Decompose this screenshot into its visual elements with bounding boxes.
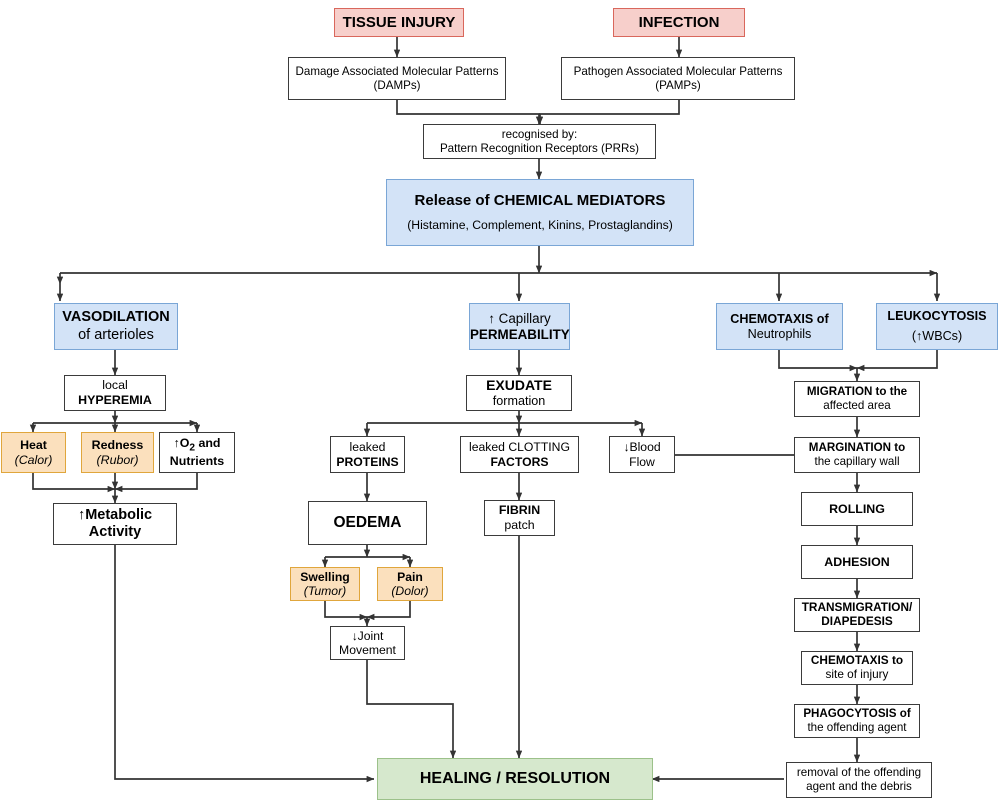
node-label-line1: ↓Blood bbox=[623, 440, 661, 455]
node-label-line2: Flow bbox=[629, 454, 655, 469]
node-label-line2: (Histamine, Complement, Kinins, Prostagl… bbox=[407, 218, 673, 233]
node-label-line1: FIBRIN bbox=[498, 503, 541, 518]
node-label-line1: leaked bbox=[349, 440, 386, 455]
node-healing-resolution[interactable]: HEALING / RESOLUTION bbox=[377, 758, 653, 800]
node-tissue-injury[interactable]: TISSUE INJURY bbox=[334, 8, 464, 37]
node-label-line2: patch bbox=[504, 518, 535, 532]
node-heat-calor[interactable]: Heat (Calor) bbox=[1, 432, 66, 473]
node-phagocytosis[interactable]: PHAGOCYTOSIS of the offending agent bbox=[794, 704, 920, 738]
node-leaked-proteins[interactable]: leaked PROTEINS bbox=[330, 436, 405, 473]
node-label-line2: the capillary wall bbox=[814, 455, 900, 468]
node-fibrin-patch[interactable]: FIBRIN patch bbox=[484, 500, 555, 536]
node-transmigration-diapedesis[interactable]: TRANSMIGRATION/ DIAPEDESIS bbox=[794, 598, 920, 632]
node-prrs[interactable]: recognised by: Pattern Recognition Recep… bbox=[423, 124, 656, 159]
node-label-line2: (↑WBCs) bbox=[911, 329, 963, 343]
node-label-line1: LEUKOCYTOSIS bbox=[887, 309, 987, 324]
node-label-line2: the offending agent bbox=[807, 721, 907, 734]
node-joint-movement[interactable]: ↓Joint Movement bbox=[330, 626, 405, 660]
node-label-line1: EXUDATE bbox=[486, 377, 552, 394]
node-label-line2: (Rubor) bbox=[96, 452, 139, 467]
node-label-line1: Pain bbox=[397, 569, 423, 584]
node-label-line1: ↑ Capillary bbox=[488, 310, 551, 326]
node-label: OEDEMA bbox=[333, 513, 402, 531]
node-label-line1: CHEMOTAXIS of bbox=[730, 311, 829, 326]
node-migration[interactable]: MIGRATION to the affected area bbox=[794, 381, 920, 417]
node-label-line2: (PAMPs) bbox=[655, 78, 701, 92]
node-redness-rubor[interactable]: Redness (Rubor) bbox=[81, 432, 154, 473]
node-label-line2: site of injury bbox=[825, 667, 889, 681]
node-label-line1: Redness bbox=[91, 437, 144, 452]
node-label-line1: VASODILATION bbox=[62, 309, 170, 326]
node-damps[interactable]: Damage Associated Molecular Patterns (DA… bbox=[288, 57, 506, 100]
node-label-line1: Damage Associated Molecular Patterns bbox=[295, 64, 499, 78]
node-chemical-mediators[interactable]: Release of CHEMICAL MEDIATORS (Histamine… bbox=[386, 179, 694, 246]
node-exudate-formation[interactable]: EXUDATE formation bbox=[466, 375, 572, 411]
node-blood-flow[interactable]: ↓Blood Flow bbox=[609, 436, 675, 473]
node-leukocytosis[interactable]: LEUKOCYTOSIS (↑WBCs) bbox=[876, 303, 998, 350]
node-label-line1: recognised by: bbox=[501, 127, 578, 141]
node-label-line1: CHEMOTAXIS to bbox=[810, 653, 904, 668]
node-label-line1: PHAGOCYTOSIS of bbox=[803, 707, 911, 721]
node-label-line1: ↑O2 and bbox=[173, 435, 221, 454]
node-chemotaxis-site[interactable]: CHEMOTAXIS to site of injury bbox=[801, 651, 913, 685]
node-removal-offending-agent[interactable]: removal of the offending agent and the d… bbox=[786, 762, 932, 798]
node-label-line2: of arterioles bbox=[78, 326, 154, 343]
node-local-hyperemia[interactable]: local HYPEREMIA bbox=[64, 375, 166, 411]
node-label-line2: (Calor) bbox=[14, 452, 53, 467]
node-label-line2: (Dolor) bbox=[391, 584, 429, 598]
node-adhesion[interactable]: ADHESION bbox=[801, 545, 913, 579]
node-oedema[interactable]: OEDEMA bbox=[308, 501, 427, 545]
node-label-line2: Pattern Recognition Receptors (PRRs) bbox=[439, 141, 640, 155]
node-label: ROLLING bbox=[829, 501, 885, 516]
node-label-line1: leaked CLOTTING bbox=[469, 440, 570, 455]
node-margination[interactable]: MARGINATION to the capillary wall bbox=[794, 437, 920, 473]
node-capillary-permeability[interactable]: ↑ Capillary PERMEABILITY bbox=[469, 303, 570, 350]
node-label-line2: (Tumor) bbox=[303, 584, 347, 598]
node-label-line2: PROTEINS bbox=[336, 454, 399, 469]
node-label-line2: formation bbox=[492, 393, 546, 408]
node-o2-nutrients[interactable]: ↑O2 and Nutrients bbox=[159, 432, 235, 473]
node-label: TISSUE INJURY bbox=[342, 13, 456, 31]
node-label-line2: Activity bbox=[88, 524, 142, 540]
node-label-line1: Pathogen Associated Molecular Patterns bbox=[573, 64, 783, 78]
node-label-line2: FACTORS bbox=[490, 454, 549, 469]
node-swelling-tumor[interactable]: Swelling (Tumor) bbox=[290, 567, 360, 601]
node-label-line1: MARGINATION to bbox=[808, 441, 906, 455]
node-label: ADHESION bbox=[824, 554, 890, 569]
node-rolling[interactable]: ROLLING bbox=[801, 492, 913, 526]
node-infection[interactable]: INFECTION bbox=[613, 8, 745, 37]
node-label-line1: removal of the offending bbox=[796, 766, 922, 780]
node-leaked-clotting-factors[interactable]: leaked CLOTTING FACTORS bbox=[460, 436, 579, 473]
node-label-line1: Heat bbox=[20, 437, 47, 452]
node-pamps[interactable]: Pathogen Associated Molecular Patterns (… bbox=[561, 57, 795, 100]
node-label-line1: local bbox=[102, 378, 128, 393]
node-label-line2: (DAMPs) bbox=[373, 78, 421, 92]
node-label-line2: Neutrophils bbox=[747, 326, 812, 341]
node-label-line2: affected area bbox=[823, 399, 891, 412]
node-label: INFECTION bbox=[638, 13, 720, 31]
node-label-line1: Swelling bbox=[300, 569, 350, 584]
node-label-line1: TRANSMIGRATION/ bbox=[801, 600, 913, 615]
node-label-line1: ↑Metabolic bbox=[77, 506, 153, 523]
node-label-line1: MIGRATION to the bbox=[806, 385, 908, 399]
node-label-line2: HYPEREMIA bbox=[78, 393, 152, 407]
node-label: HEALING / RESOLUTION bbox=[419, 769, 611, 787]
node-label-line2: DIAPEDESIS bbox=[821, 614, 893, 628]
node-label-line2: Nutrients bbox=[169, 454, 225, 469]
node-label-line2: Movement bbox=[339, 643, 396, 657]
node-label-line2: PERMEABILITY bbox=[470, 326, 570, 342]
node-label-line2: agent and the debris bbox=[806, 780, 912, 793]
node-pain-dolor[interactable]: Pain (Dolor) bbox=[377, 567, 443, 601]
node-metabolic-activity[interactable]: ↑Metabolic Activity bbox=[53, 503, 177, 545]
node-label-line1: Release of CHEMICAL MEDIATORS bbox=[414, 192, 666, 210]
node-vasodilation[interactable]: VASODILATION of arterioles bbox=[54, 303, 178, 350]
node-label-line1: ↓Joint bbox=[351, 628, 384, 643]
node-chemotaxis-neutrophils[interactable]: CHEMOTAXIS of Neutrophils bbox=[716, 303, 843, 350]
